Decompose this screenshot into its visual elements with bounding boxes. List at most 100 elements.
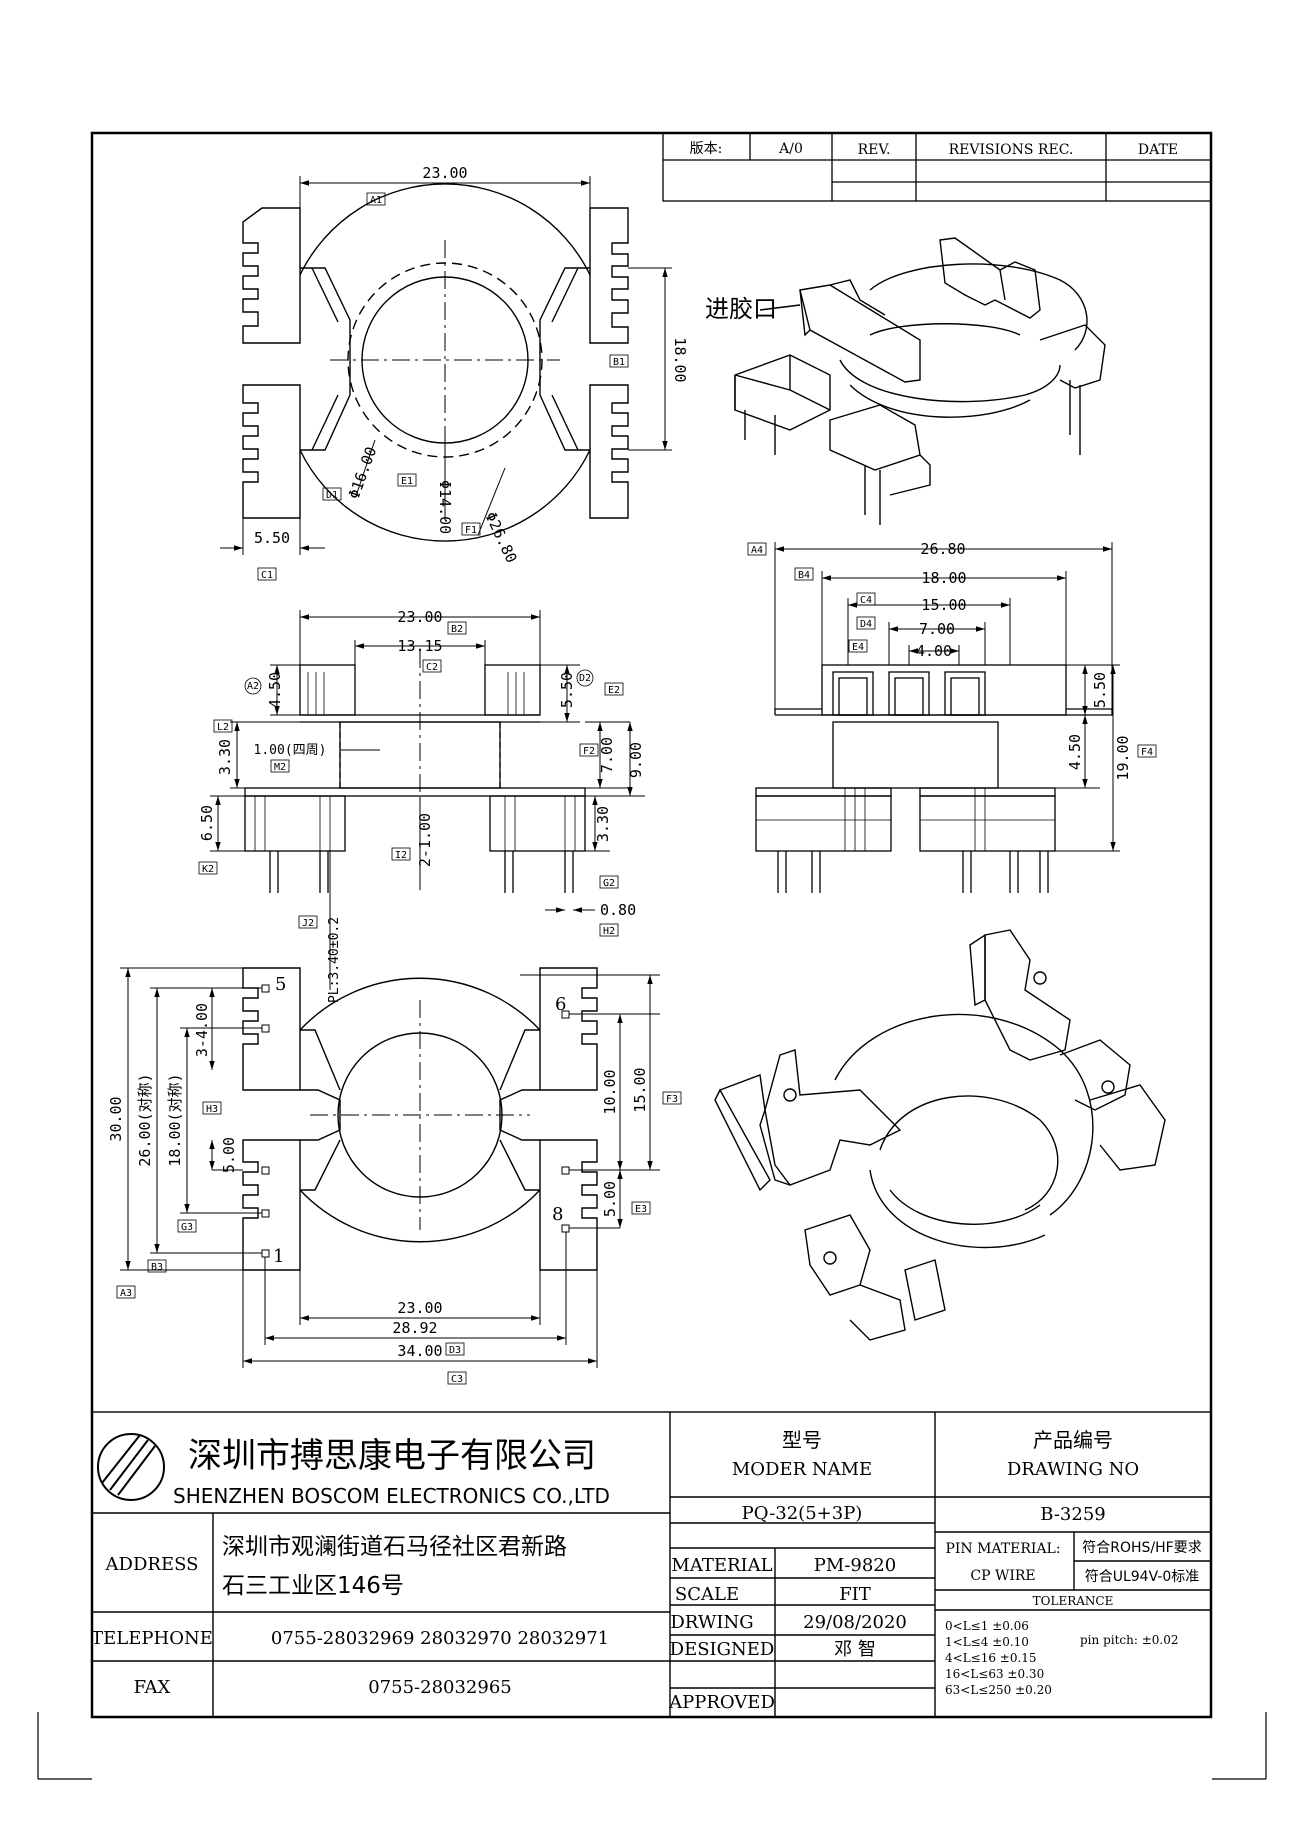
- front-tag-boxes: [198, 621, 624, 937]
- rohs-note: 符合ROHS/HF要求: [1082, 1540, 1201, 1556]
- company-name-cn: 深圳市搏思康电子有限公司: [188, 1436, 596, 1476]
- model-label-cn: 型号: [782, 1428, 822, 1452]
- side-tag-boxes: [747, 542, 1157, 758]
- bottom-tag-boxes: [116, 1091, 682, 1385]
- tag-a2-circle: [244, 677, 262, 695]
- tolerance-row-2: 1<L≤4 ±0.10: [945, 1635, 1029, 1649]
- model-label-en: MODER NAME: [732, 1459, 872, 1480]
- tag-g2: G2: [603, 878, 615, 889]
- tag-m2: M2: [274, 762, 286, 773]
- tag-f1: F1: [465, 525, 477, 536]
- tag-f3: F3: [666, 1094, 678, 1105]
- tolerance-label: TOLERANCE: [1033, 1594, 1114, 1608]
- side-dim-4-00: 4.00: [916, 642, 952, 660]
- drwing-label: DRWING: [670, 1612, 753, 1633]
- ul-note: 符合UL94V-0标准: [1085, 1569, 1200, 1585]
- front-dim-7-00: 7.00: [598, 737, 616, 773]
- front-dim-0-80: 0.80: [600, 901, 636, 919]
- tag-a1: A1: [370, 195, 382, 206]
- top-dim-d14: Φ14.00: [436, 480, 454, 534]
- pin-number-6: 6: [555, 994, 566, 1015]
- front-dim-pl: PL:3.40±0.2: [327, 917, 342, 1003]
- fax-value: 0755-28032965: [368, 1677, 512, 1698]
- tolerance-row-4: 16<L≤63 ±0.30: [945, 1667, 1044, 1681]
- bottom-dim-5-left: 5.00: [220, 1137, 238, 1173]
- tag-c1: C1: [261, 570, 273, 581]
- designed-label: DESIGNED: [670, 1639, 775, 1660]
- tag-d3: D3: [449, 1345, 461, 1356]
- bottom-dim-15: 15.00: [631, 1067, 649, 1112]
- tag-d2-circle: [576, 669, 594, 687]
- tag-f4: F4: [1141, 747, 1153, 758]
- tag-c4: C4: [860, 595, 872, 606]
- address-line-1: 深圳市观澜街道石马径社区君新路: [222, 1534, 567, 1560]
- approved-label: APPROVED: [668, 1692, 775, 1713]
- tolerance-row-1: 0<L≤1 ±0.06: [945, 1619, 1029, 1633]
- date-label: DATE: [1138, 142, 1178, 158]
- top-dim-flange: 5.50: [254, 529, 290, 547]
- bottom-view: [120, 967, 660, 1368]
- pin-number-1: 1: [273, 1246, 284, 1267]
- top-tag-boxes: [257, 192, 629, 581]
- crop-marks: [37, 1712, 1267, 1780]
- pin-material-label: PIN MATERIAL:: [945, 1541, 1060, 1557]
- pin-material-value: CP WIRE: [970, 1568, 1035, 1584]
- side-dim-15-00: 15.00: [921, 596, 966, 614]
- bottom-dim-18: 18.00(对称): [166, 1073, 184, 1166]
- tag-a3: A3: [120, 1288, 132, 1299]
- tag-a4: A4: [751, 545, 763, 556]
- tag-e1: E1: [401, 476, 413, 487]
- drawing-value: B-3259: [1040, 1504, 1105, 1525]
- top-dim-width: 23.00: [422, 164, 467, 182]
- bottom-dim-5-right: 5.00: [601, 1181, 619, 1217]
- side-dim-7-00: 7.00: [919, 620, 955, 638]
- iso-view-top: [734, 237, 1106, 525]
- tolerance-row-5: 63<L≤250 ±0.20: [945, 1683, 1052, 1697]
- tag-k2: K2: [202, 864, 214, 875]
- side-dim-5-50: 5.50: [1091, 672, 1109, 708]
- tag-a2: A2: [247, 681, 259, 692]
- side-view: [755, 542, 1120, 893]
- telephone-label: TELEPHONE: [91, 1628, 213, 1649]
- front-dim-3-30b: 3.30: [594, 806, 612, 842]
- tag-j2: J2: [302, 918, 314, 929]
- tag-h3: H3: [206, 1104, 218, 1115]
- gate-label: 进胶口: [705, 295, 777, 323]
- version-label: 版本:: [690, 141, 723, 157]
- drawing-label-en: DRAWING NO: [1007, 1459, 1139, 1480]
- bottom-dim-34: 34.00: [397, 1342, 442, 1360]
- bottom-dim-26: 26.00(对称): [136, 1073, 154, 1166]
- side-dim-19-00: 19.00: [1114, 735, 1132, 780]
- top-dim-d16: Φ16.00: [345, 444, 380, 501]
- tag-e2: E2: [608, 685, 620, 696]
- side-dim-26-80: 26.80: [920, 540, 965, 558]
- front-dim-window: 13.15: [397, 637, 442, 655]
- bottom-dim-28-92: 28.92: [392, 1319, 437, 1337]
- top-dim-height: 18.00: [671, 337, 689, 382]
- telephone-value: 0755-28032969 28032970 28032971: [271, 1628, 609, 1649]
- material-value: PM-9820: [814, 1555, 896, 1576]
- scale-value: FIT: [839, 1584, 871, 1605]
- tag-d4: D4: [860, 619, 872, 630]
- pin-number-8: 8: [552, 1204, 563, 1225]
- revision-table: [662, 132, 1212, 202]
- bottom-dim-30: 30.00: [107, 1096, 125, 1141]
- tag-l2: L2: [217, 722, 229, 733]
- address-line-2: 石三工业区146号: [222, 1573, 404, 1599]
- bottom-dim-3-4: 3-4.00: [193, 1003, 211, 1057]
- tag-i2: I2: [395, 850, 407, 861]
- tag-f2: F2: [583, 746, 595, 757]
- tag-c3: C3: [451, 1374, 463, 1385]
- pin-number-5: 5: [275, 974, 286, 995]
- designed-value: 邓 智: [834, 1639, 876, 1660]
- tag-g3: G3: [181, 1222, 193, 1233]
- drawing-label-cn: 产品编号: [1033, 1428, 1113, 1452]
- company-name-en: SHENZHEN BOSCOM ELECTRONICS CO.,LTD: [173, 1484, 610, 1508]
- title-block-grid: [91, 1411, 1212, 1718]
- tag-h2: H2: [603, 926, 615, 937]
- top-dim-d26: Φ26.80: [481, 509, 520, 566]
- front-dim-2-1-00: 2-1.00: [416, 813, 434, 867]
- company-logo: [97, 1433, 165, 1501]
- front-dim-6-50: 6.50: [198, 805, 216, 841]
